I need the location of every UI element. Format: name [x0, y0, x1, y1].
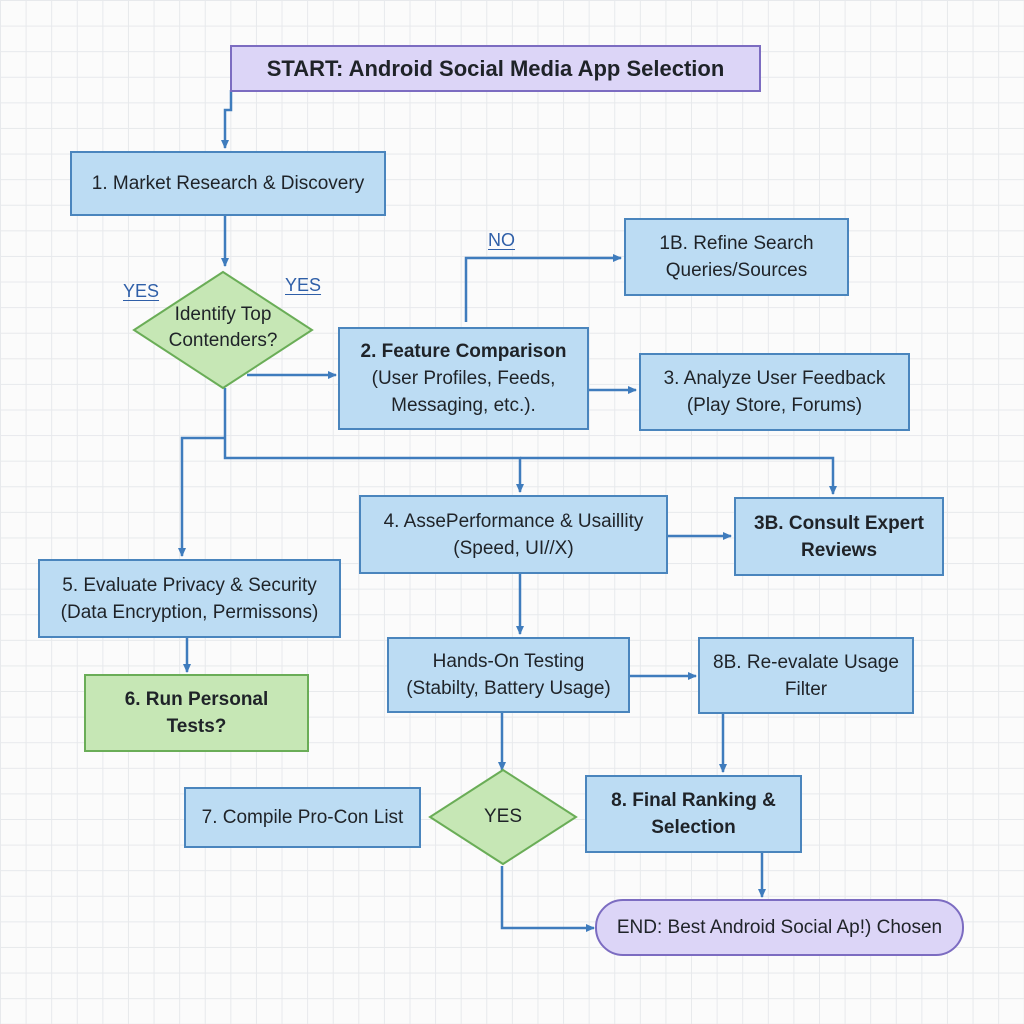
edge-branch-to-3b: [520, 456, 837, 495]
step-8-line-2: Selection: [651, 817, 736, 838]
step-1b-line-2: Queries/Sources: [665, 260, 808, 281]
step-2-line-3: Messaging, etc.).: [391, 395, 536, 416]
edge-start-to-1: [221, 90, 233, 149]
step-2-feature-comparison: 2. Feature Comparison (User Profiles, Fe…: [338, 327, 589, 430]
hands-on-line-1: Hands-On Testing: [432, 651, 585, 672]
step-1b-refine-search: 1B. Refine Search Queries/Sources: [624, 218, 849, 296]
decision-identify-line-1: Identify Top: [174, 304, 272, 325]
edge-label-no: NO: [488, 230, 515, 250]
start-text: START: Android Social Media App Selectio…: [266, 56, 725, 81]
step-3-line-1: 3. Analyze User Feedback: [663, 368, 886, 389]
decision-yes: YES: [430, 800, 576, 834]
step-hands-on-testing: Hands-On Testing (Stabilty, Battery Usag…: [387, 637, 630, 713]
step-3b-line-1: 3B. Consult Expert: [754, 512, 924, 534]
step-6-line-2: Tests?: [166, 716, 227, 737]
edge-identify-to-5: [178, 436, 225, 557]
step-7-text: 7. Compile Pro-Con List: [201, 807, 404, 828]
step-8-line-1: 8. Final Ranking &: [611, 790, 776, 811]
step-3b-line-2: Reviews: [800, 539, 878, 561]
step-4-performance-usability: 4. AssePerformance & Usaillity (Speed, U…: [359, 495, 668, 574]
edge-label-yes-left: YES: [123, 281, 160, 301]
step-3b-expert-reviews: 3B. Consult Expert Reviews: [734, 497, 944, 576]
step-3-analyze-feedback: 3. Analyze User Feedback (Play Store, Fo…: [639, 353, 910, 431]
edge-yes-to-end: [500, 866, 595, 932]
end-terminal: END: Best Android Social Ap!) Chosen: [595, 899, 964, 956]
step-2-line-2: (User Profiles, Feeds,: [371, 368, 556, 389]
decision-identify-contenders: Identify Top Contenders?: [134, 300, 312, 356]
step-1b-line-1: 1B. Refine Search: [659, 233, 814, 254]
step-8-final-ranking: 8. Final Ranking & Selection: [585, 775, 802, 853]
step-3-line-2: (Play Store, Forums): [686, 395, 863, 416]
decision-yes-text: YES: [483, 806, 523, 827]
edge-label-yes-right: YES: [285, 275, 322, 295]
step-2-title: 2. Feature Comparison: [360, 341, 567, 362]
end-text: END: Best Android Social Ap!) Chosen: [616, 917, 943, 938]
edge-no-to-1b: [464, 254, 622, 322]
step-5-line-1: 5. Evaluate Privacy & Security: [62, 574, 317, 596]
step-7-pro-con-list: 7. Compile Pro-Con List: [184, 787, 421, 848]
decision-identify-line-2: Contenders?: [168, 330, 278, 351]
step-1-text: 1. Market Research & Discovery: [91, 173, 365, 194]
hands-on-line-2: (Stabilty, Battery Usage): [406, 678, 611, 699]
step-1-market-research: 1. Market Research & Discovery: [70, 151, 386, 216]
step-5-privacy-security: 5. Evaluate Privacy & Security (Data Enc…: [38, 559, 341, 638]
start-terminal: START: Android Social Media App Selectio…: [230, 45, 761, 92]
step-5-line-2: (Data Encryption, Permissons): [60, 601, 319, 623]
step-8b-line-2: Filter: [784, 678, 828, 700]
step-8b-line-1: 8B. Re-evalate Usage: [713, 651, 899, 673]
step-6-line-1: 6. Run Personal: [124, 689, 269, 710]
step-6-personal-tests: 6. Run Personal Tests?: [84, 674, 309, 752]
step-8b-reevaluate-filter: 8B. Re-evalate Usage Filter: [698, 637, 914, 714]
step-4-line-2: (Speed, UI//X): [453, 537, 574, 559]
step-4-line-1: 4. AssePerformance & Usaillity: [383, 510, 644, 532]
